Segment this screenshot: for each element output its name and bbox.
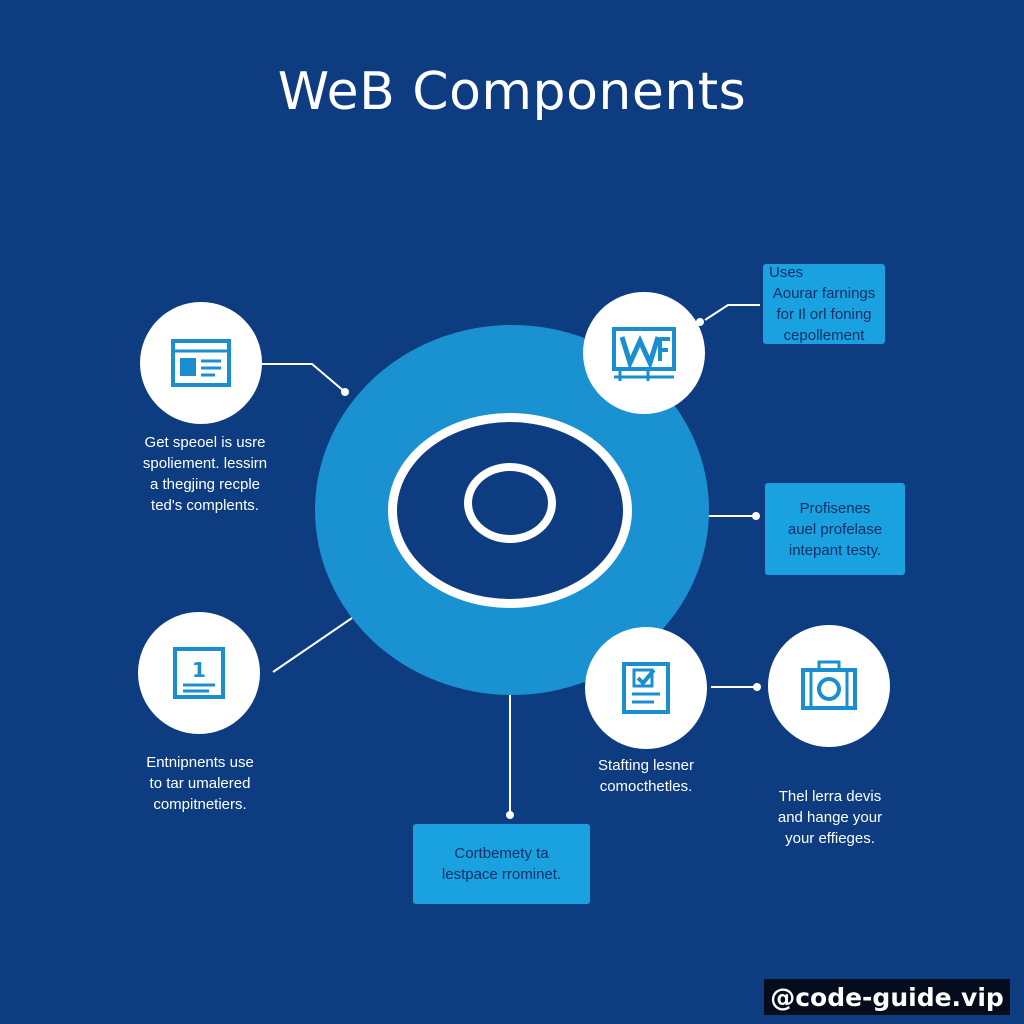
caption-line: Thel lerra devis xyxy=(778,788,882,805)
connector-top-left xyxy=(262,363,346,393)
node-bottom-mid-right xyxy=(585,627,707,749)
numbered-document-icon: 1 xyxy=(173,647,225,699)
caption-line: ted's complents. xyxy=(151,497,259,514)
node-top-right xyxy=(583,292,705,414)
node-top-left xyxy=(140,302,262,424)
callout-line: cepollement xyxy=(783,327,865,344)
hub-core-ring xyxy=(464,463,556,543)
node-bottom-left: 1 xyxy=(138,612,260,734)
checked-document-icon xyxy=(622,662,670,714)
connector-bottom-left xyxy=(272,617,353,673)
caption-bottom-left: Entnipnents use to tar umalered compitne… xyxy=(110,752,290,815)
watermark: @code-guide.vip xyxy=(764,979,1010,1015)
node-bottom-far-right xyxy=(768,625,890,747)
caption-line: compitnetiers. xyxy=(153,796,247,813)
callout-line: Profisenes xyxy=(799,499,871,517)
callout-line: for Il orl foning xyxy=(776,306,872,323)
caption-line: comocthetles. xyxy=(599,778,693,795)
caption-line: to tar umalered xyxy=(149,775,251,792)
connector-top-right xyxy=(704,304,760,321)
caption-line: Entnipnents use xyxy=(146,754,254,771)
callout-box-top-right: Uses Aourar farnings for Il orl foning c… xyxy=(763,264,885,344)
callout-line: intepant testy. xyxy=(788,541,882,559)
browser-window-icon xyxy=(171,339,231,387)
caption-line: and hange your xyxy=(777,809,883,826)
callout-line: Uses xyxy=(769,264,804,281)
connector-dot xyxy=(506,811,514,819)
callout-line: Aourar farnings xyxy=(772,285,876,302)
caption-bottom-far-right: Thel lerra devis and hange your your eff… xyxy=(742,786,918,849)
w-logo-icon xyxy=(612,327,676,381)
connector-dot xyxy=(752,512,760,520)
caption-line: Stafting lesner xyxy=(598,757,694,774)
callout-line: lestpace rrominet. xyxy=(441,866,562,883)
caption-line: Get speoel is usre xyxy=(144,434,266,451)
connector-dot xyxy=(753,683,761,691)
connector-dot xyxy=(341,388,349,396)
callout-line: auel profelase xyxy=(787,520,883,538)
page-title: WeB Components xyxy=(277,62,747,122)
caption-line: a thegjing recple xyxy=(149,476,261,493)
caption-line: spoliement. lessirn xyxy=(142,455,268,472)
callout-box-right: Profisenes auel profelase intepant testy… xyxy=(765,483,905,575)
caption-bottom-mid-right: Stafting lesner comocthetles. xyxy=(560,755,732,797)
document-number: 1 xyxy=(192,658,206,682)
callout-box-bottom: Cortbemety ta lestpace rrominet. xyxy=(413,824,590,904)
caption-top-left: Get speoel is usre spoliement. lessirn a… xyxy=(110,432,300,516)
caption-line: your effieges. xyxy=(785,830,875,847)
camera-icon xyxy=(801,660,857,710)
callout-line: Cortbemety ta xyxy=(454,845,549,862)
